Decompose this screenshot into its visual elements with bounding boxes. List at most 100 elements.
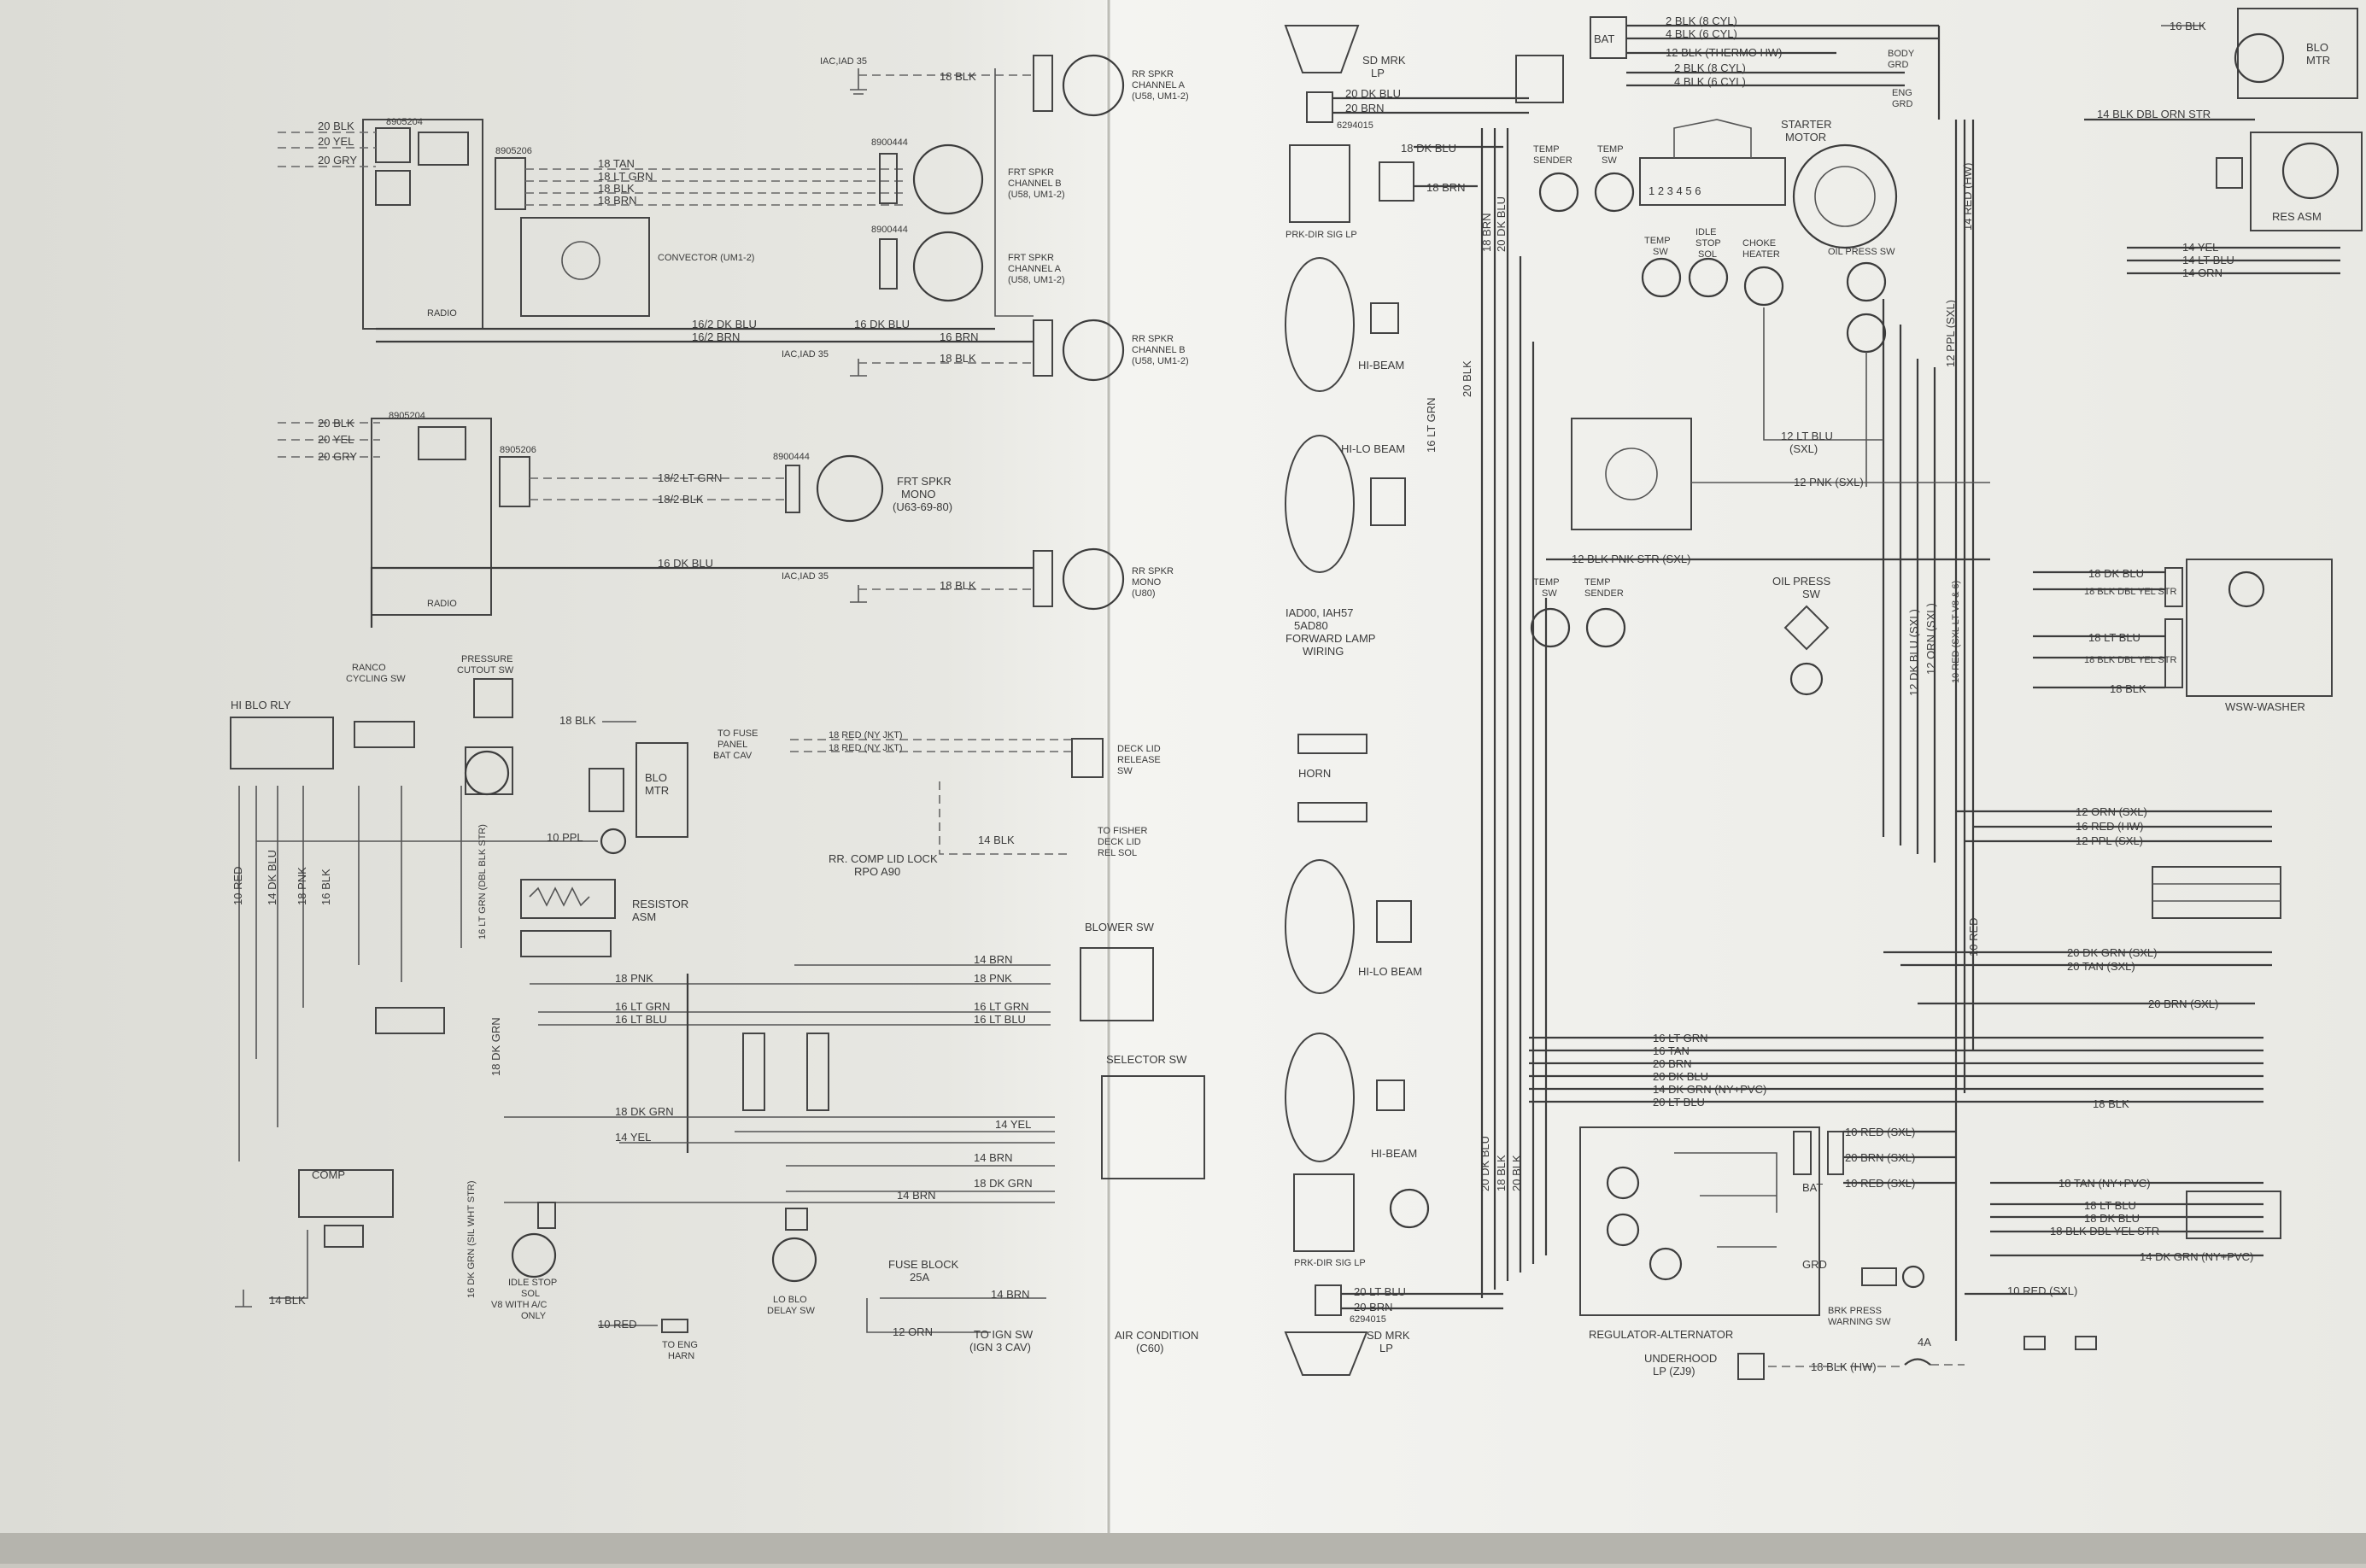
sd-mrk-top-wires — [1332, 97, 1529, 114]
ac-wire-14yel: 14 YEL — [615, 1131, 651, 1144]
temp-sw2-label-2: SW — [1542, 588, 1557, 599]
lower-ground-symbol — [850, 585, 867, 603]
res-asm-label: RES ASM — [2272, 210, 2322, 223]
pressure-label-2: CUTOUT SW — [457, 665, 514, 676]
res-asm-box — [2250, 132, 2363, 231]
ac-wire-10red: 10 RED — [598, 1318, 637, 1331]
fuse-block-label: FUSE BLOCK — [888, 1258, 959, 1271]
ac-wire-14brn-4: 14 BRN — [991, 1288, 1030, 1301]
r-wire-20brn-top: 20 BRN — [1345, 102, 1385, 114]
to-eng-label-2: HARN — [668, 1351, 694, 1361]
body-grd-label-2: GRD — [1888, 60, 1909, 70]
wsw-conn-2 — [2164, 618, 2183, 688]
vert-16ltgrn: 16 LT GRN — [1425, 397, 1438, 453]
brk-press-conn — [1901, 1265, 1925, 1289]
wsw-conn-1 — [2164, 567, 2183, 607]
brk-press-label-2: WARNING SW — [1828, 1317, 1891, 1327]
forward-lamp-label-2: 5AD80 — [1294, 619, 1328, 632]
sd-mrk-bottom-label: SD MRK — [1367, 1329, 1410, 1342]
horn-1-symbol — [1297, 734, 1367, 754]
lo-blo-label-2: DELAY SW — [767, 1306, 815, 1316]
radio-return-wires — [376, 327, 1034, 343]
wire-label-bottom-18blk: 18 BLK — [940, 352, 976, 365]
frt-spkr-b-label: FRT SPKR — [1008, 167, 1054, 178]
idle-stop-label-4: ONLY — [521, 1311, 547, 1321]
blo-mtr-r-box — [2237, 8, 2358, 99]
radio-lower-body — [371, 418, 492, 616]
frt-spkr-b-connector — [879, 153, 898, 204]
r-conn-6294015-top: 6294015 — [1337, 120, 1373, 131]
r-wire-12ltblu: 12 LT BLU — [1781, 430, 1833, 442]
oil-press-sw2-label: OIL PRESS — [1772, 575, 1830, 588]
ac-wire-18pnk: 18 PNK — [615, 972, 653, 985]
hi-beam-top-conn — [1370, 302, 1399, 334]
choke-label: CHOKE — [1742, 238, 1776, 249]
alt-output-wires — [1843, 1130, 1956, 1185]
blo-mtr-r-symbol — [2234, 32, 2285, 84]
right-page-diagram: SD MRK LP 20 DK BLU 20 BRN 6294015 BAT 2… — [1284, 8, 2363, 1380]
frt-spkr-mono-label-2: MONO — [901, 488, 935, 500]
frt-spkr-mono-label: FRT SPKR — [897, 475, 952, 488]
alt-diode-2 — [1606, 1213, 1640, 1247]
r-conn-6294015-bottom: 6294015 — [1350, 1314, 1386, 1325]
oil-press-sw2-conn — [1789, 662, 1824, 696]
oil-press-sw2-symbol — [1783, 605, 1830, 651]
underhood-wire — [1768, 1364, 1965, 1367]
resistor-label: RESISTOR — [632, 898, 688, 910]
bottom-bus-1: 18 TAN (NY+PVC) — [2059, 1177, 2151, 1190]
choke-symbol — [1743, 266, 1784, 307]
table-edge — [0, 1533, 2366, 1564]
wire-label-18tan: 18 TAN — [598, 157, 635, 170]
bat-wire-5: 4 BLK (6 CYL) — [1674, 75, 1746, 88]
rr-spkr-mono-symbol — [1062, 547, 1125, 611]
frt-spkr-b-label-2: CHANNEL B — [1008, 178, 1062, 189]
ac-wire-red-1: 18 RED (NY JKT) — [829, 730, 903, 740]
lo-blo-symbol — [771, 1237, 817, 1283]
bottom-bus-2: 18 LT BLU — [2084, 1199, 2136, 1212]
alt-terminal-conn — [1793, 1131, 1812, 1175]
resistor-zigzag — [529, 886, 590, 907]
temp-sender-label-2: SENDER — [1533, 155, 1572, 166]
selector-label: SELECTOR SW — [1106, 1053, 1187, 1066]
vert-12orn: 12 ORN (SXL) — [1924, 603, 1937, 675]
main-bus-4: 20 DK BLU — [1653, 1070, 1708, 1083]
distributor-conn — [1639, 157, 1786, 206]
r-wire-12pnk: 12 PNK (SXL) — [1794, 476, 1864, 489]
lower-ground-label: IAC,IAD 35 — [782, 571, 829, 582]
starter-label-2: MOTOR — [1785, 131, 1826, 143]
ac-vert-14dkblu: 14 DK BLU — [266, 850, 278, 905]
main-bus-1: 16 LT GRN — [1653, 1032, 1708, 1044]
vert-12ppl: 12 PPL (SXL) — [1944, 300, 1957, 367]
res-wire-14yel: 14 YEL — [2182, 241, 2218, 254]
ac-vert-16dkgrn: 16 DK GRN (SIL WHT STR) — [466, 1180, 477, 1298]
hi-lo-beam-top-label: HI-LO BEAM — [1341, 442, 1405, 455]
bottom-bus-4: 18 BLK DBL YEL STR — [2050, 1225, 2159, 1237]
lower-wire-ltgrn: 18/2 LT GRN — [658, 471, 722, 484]
rr-spkr-b-label: RR SPKR — [1132, 334, 1174, 344]
rr-spkr-b-connector — [1033, 319, 1053, 377]
underhood-label-2: LP (ZJ9) — [1653, 1365, 1695, 1378]
wsw-washer-box — [2186, 559, 2333, 697]
frt-spkr-b-label-3: (U58, UM1-2) — [1008, 190, 1065, 200]
bat-wire-1: 2 BLK (8 CYL) — [1666, 15, 1737, 27]
selector-box — [1101, 1075, 1205, 1179]
hi-lo-beam-bottom-label: HI-LO BEAM — [1358, 965, 1422, 978]
main-bus-2: 16 TAN — [1653, 1044, 1690, 1057]
pressure-coil — [464, 750, 510, 796]
main-bus-6: 20 LT BLU — [1653, 1096, 1705, 1109]
fuse-block-label-2: 25A — [910, 1271, 929, 1284]
temp-sw-b-symbol — [1641, 257, 1682, 298]
blo-mtr-label: BLO — [645, 771, 667, 784]
main-vertical-trunk — [1480, 128, 1548, 1298]
wire-label-18ltgrn: 18 LT GRN — [598, 170, 653, 183]
frt-spkr-a-connector — [879, 238, 898, 290]
ranco-label-2: CYCLING SW — [346, 674, 406, 684]
deck-lid-label-3: SW — [1117, 766, 1133, 776]
radio-connector-left — [375, 127, 411, 163]
comp-ground-wire — [269, 1230, 308, 1299]
comp-box — [298, 1169, 394, 1218]
ac-wire-14yel-2: 14 YEL — [995, 1118, 1031, 1131]
convector-coil — [561, 241, 600, 280]
ac-wire-16ltgrn-2: 16 LT GRN — [974, 1000, 1029, 1013]
rr-spkr-a-label: RR SPKR — [1132, 69, 1174, 79]
